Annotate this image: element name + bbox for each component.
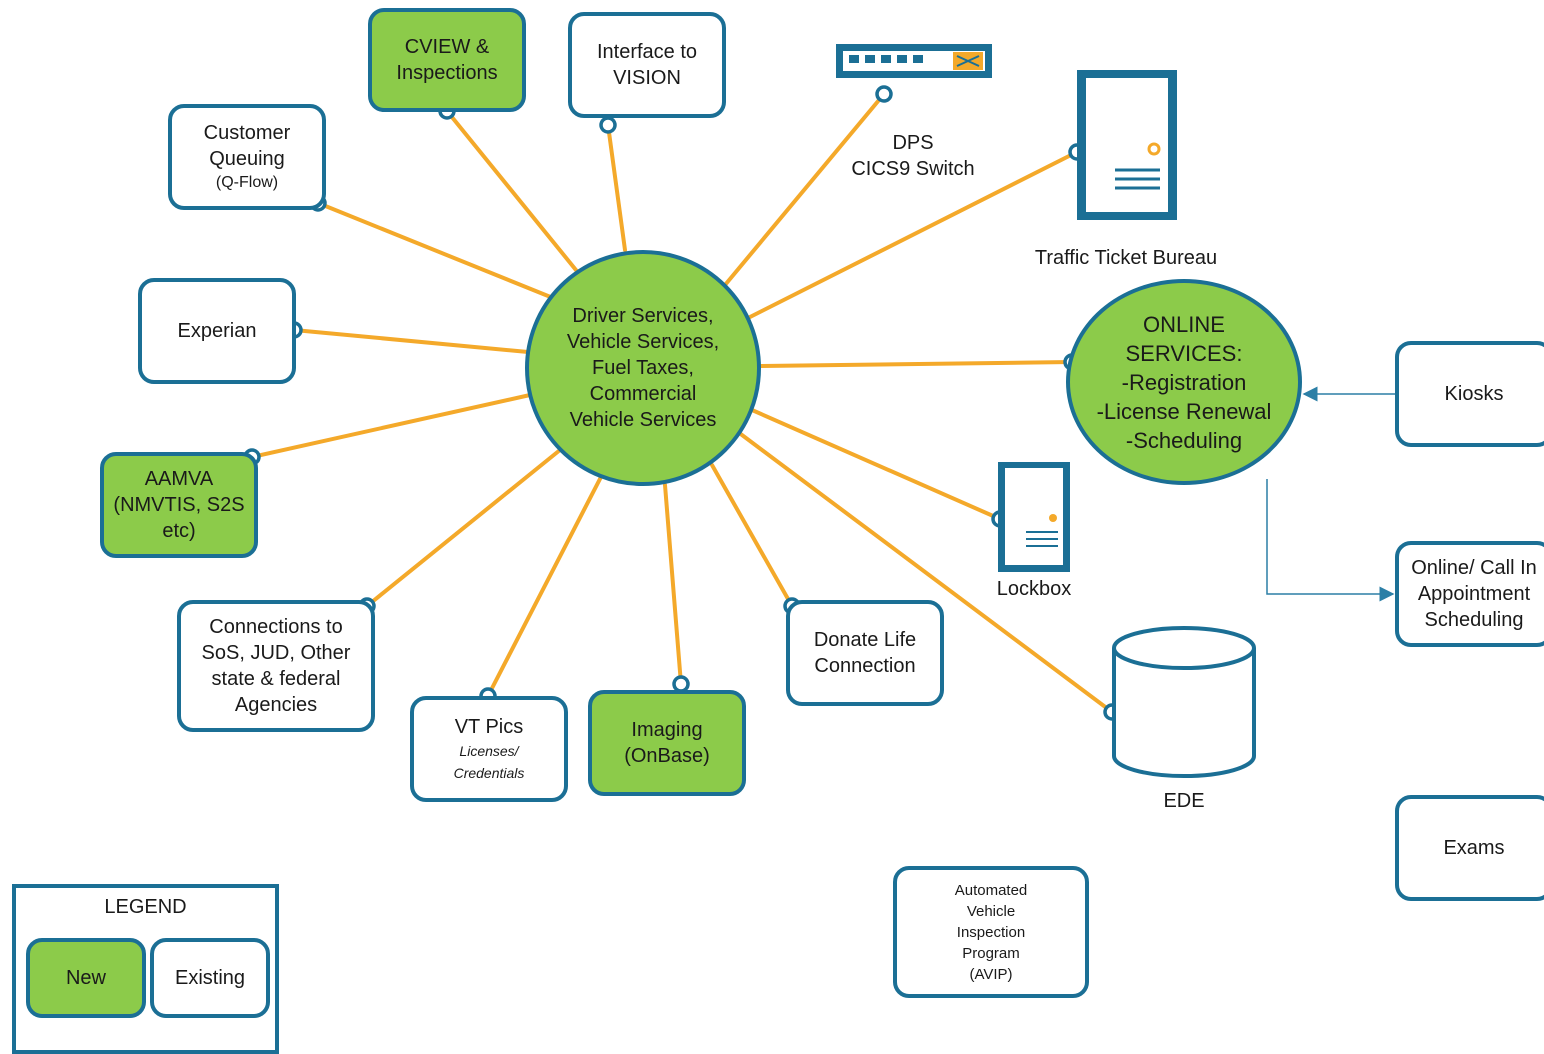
online-line: -Registration xyxy=(1121,369,1247,395)
ede-label: EDE xyxy=(1163,790,1205,812)
legend-new-swatch: New xyxy=(26,938,146,1018)
node-exams: Exams xyxy=(1395,795,1544,901)
node-line: Scheduling xyxy=(1424,609,1524,631)
dps-label-line: CICS9 Switch xyxy=(851,158,975,180)
node-line: Interface to xyxy=(596,41,698,63)
node-line: (NMVTIS, S2S xyxy=(113,494,245,516)
node-appointment-scheduling: Online/ Call In Appointment Scheduling xyxy=(1395,541,1544,647)
connector-imaging xyxy=(663,483,683,686)
server-icon xyxy=(998,462,1070,572)
node-subtext: (Q-Flow) xyxy=(215,174,279,191)
node-line: etc) xyxy=(162,520,196,542)
connector-cview xyxy=(445,109,582,277)
port-vision xyxy=(599,116,617,134)
online-line: -Scheduling xyxy=(1125,427,1243,453)
database-icon xyxy=(1112,626,1256,778)
node-line: Inspection xyxy=(956,923,1026,941)
node-line: Queuing xyxy=(209,148,285,170)
node-line: state & federal xyxy=(211,668,341,690)
node-line: Automated xyxy=(954,881,1028,899)
legend: LEGEND New Existing xyxy=(12,884,279,1054)
node-donate-life: Donate Life Connection xyxy=(786,600,944,706)
node-line: Vehicle xyxy=(966,902,1016,920)
node-line: VISION xyxy=(613,67,681,89)
node-line: Online/ Call In xyxy=(1411,557,1537,579)
node-line: (AVIP) xyxy=(969,965,1013,983)
node-line: Inspections xyxy=(396,62,498,84)
node-line: Agencies xyxy=(234,694,318,716)
hub-line: Vehicle Services, xyxy=(566,331,720,353)
node-line: Imaging xyxy=(631,719,703,741)
hub-line: Driver Services, xyxy=(572,305,714,327)
node-avip: Automated Vehicle Inspection Program (AV… xyxy=(893,866,1089,998)
dps-label: DPS CICS9 Switch xyxy=(833,130,993,182)
hub-line: Commercial xyxy=(589,383,697,405)
node-kiosks: Kiosks xyxy=(1395,341,1544,447)
node-line: Connections to xyxy=(209,616,343,638)
node-line: SoS, JUD, Other xyxy=(201,642,351,664)
node-connections-agencies: Connections to SoS, JUD, Other state & f… xyxy=(177,600,375,732)
node-line: Connection xyxy=(814,655,916,677)
dps-label-line: DPS xyxy=(892,132,934,154)
node-cview-inspections: CVIEW & Inspections xyxy=(368,8,526,112)
arrow-online-to-appointment xyxy=(1266,479,1395,602)
legend-existing-label: Existing xyxy=(174,967,246,989)
node-aamva: AAMVA (NMVTIS, S2S etc) xyxy=(100,452,258,558)
connector-traffic xyxy=(746,150,1079,320)
node-line: CVIEW & xyxy=(404,36,490,58)
hub-line: Vehicle Services xyxy=(569,409,717,431)
node-line: Appointment xyxy=(1417,583,1531,605)
node-line: VT Pics xyxy=(454,716,524,738)
hub-core-services: Driver Services, Vehicle Services, Fuel … xyxy=(525,250,761,486)
connector-vtpics xyxy=(486,473,604,698)
connector-experian xyxy=(292,328,530,354)
node-line: AAMVA xyxy=(144,468,214,490)
node-vt-pics: VT Pics Licenses/ Credentials xyxy=(410,696,568,802)
node-imaging-onbase: Imaging (OnBase) xyxy=(588,690,746,796)
node-line: Customer xyxy=(203,122,291,144)
connector-online xyxy=(758,360,1074,368)
node-line: (OnBase) xyxy=(624,745,710,767)
online-services-node: ONLINE SERVICES: -Registration -License … xyxy=(1066,279,1302,485)
node-experian: Experian xyxy=(138,278,296,384)
node-customer-queuing: Customer Queuing (Q-Flow) xyxy=(168,104,326,210)
connector-dps xyxy=(723,92,886,287)
node-line: Donate Life xyxy=(813,629,917,651)
connector-queuing xyxy=(316,201,560,302)
legend-existing-swatch: Existing xyxy=(150,938,270,1018)
node-line: Exams xyxy=(1443,837,1505,859)
lockbox-label: Lockbox xyxy=(996,578,1072,600)
hub-line: Fuel Taxes, xyxy=(592,357,694,379)
node-line: Program xyxy=(962,944,1020,962)
online-line: -License Renewal xyxy=(1096,398,1272,424)
server-icon xyxy=(1077,70,1177,220)
connector-lockbox xyxy=(750,408,1002,521)
traffic-ticket-label: Traffic Ticket Bureau xyxy=(1034,247,1218,269)
online-line: ONLINE xyxy=(1143,311,1225,337)
online-line: SERVICES: xyxy=(1125,340,1243,366)
node-line: Experian xyxy=(177,320,257,342)
connector-aamva xyxy=(250,393,532,459)
connector-connections xyxy=(365,448,562,608)
connector-ede xyxy=(736,430,1114,714)
port-dps xyxy=(875,85,893,103)
network-switch-icon xyxy=(836,44,992,78)
node-subtext: Credentials xyxy=(453,765,525,781)
connector-donate xyxy=(710,463,794,608)
port-imaging xyxy=(672,675,690,693)
legend-new-label: New xyxy=(65,967,106,989)
connector-vision xyxy=(606,123,627,252)
legend-title: LEGEND xyxy=(104,896,187,918)
node-interface-vision: Interface to VISION xyxy=(568,12,726,118)
node-subtext: Licenses/ xyxy=(459,743,519,759)
node-line: Kiosks xyxy=(1444,383,1504,405)
